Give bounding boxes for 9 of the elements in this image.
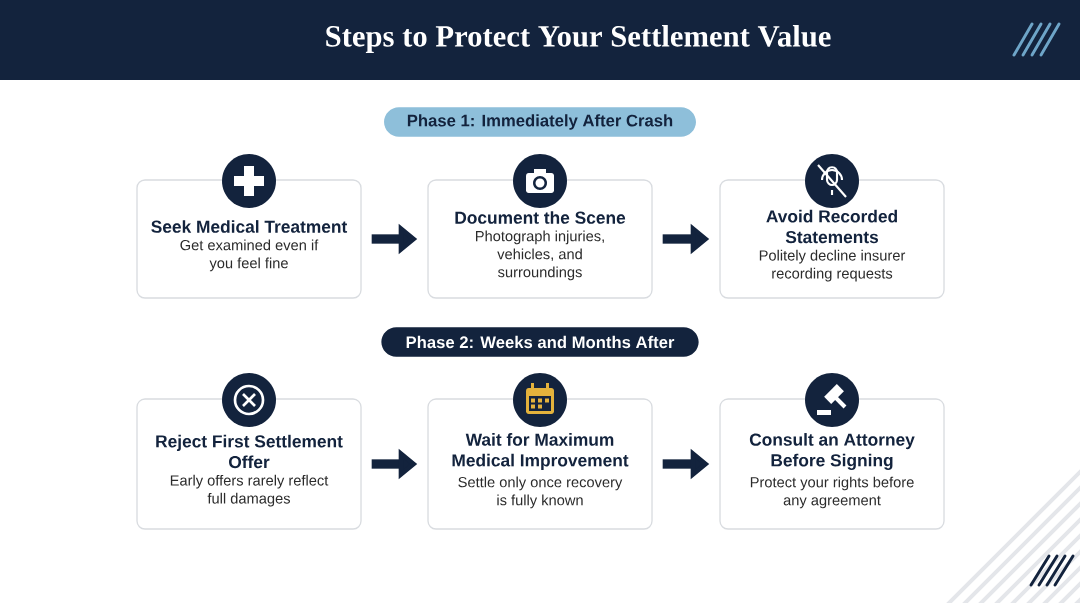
phase-label: Phase 2: Weeks and Months After: [381, 327, 699, 357]
step-card: Reject First Settlement Offer Early offers rarely reflect full damages: [136, 398, 362, 530]
step-card: Seek Medical Treatment Get examined even if you feel fine: [136, 179, 362, 299]
step-card: Wait for Maximum Medical Improvement Settle only once recovery is fully known: [427, 398, 653, 530]
step-card: Document the Scene Photograph injuries, vehicles, and surroundings: [427, 179, 653, 299]
step-card: Avoid Recorded Statements Politely decline insurer recording requests: [719, 179, 945, 299]
title: Steps to Protect Your Settlement Value: [326, 25, 831, 53]
phase-label: Phase 1: Immediately After Crash: [384, 107, 696, 137]
step-card: Consult an Attorney Before Signing Protect your rights before any agreement: [719, 398, 945, 530]
